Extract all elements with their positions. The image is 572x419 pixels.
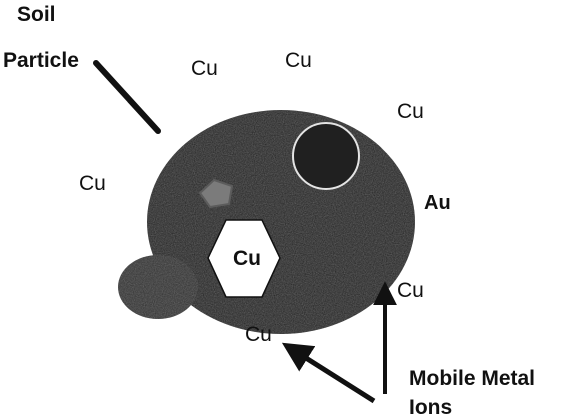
cu-label-top-right: Cu: [285, 50, 312, 71]
soil-label-line1: Soil: [17, 4, 56, 25]
mobile-metal-label-line2: Ions: [409, 397, 452, 418]
cu-label-lower-right: Cu: [397, 280, 424, 301]
diagonal-ion-arrow: [287, 346, 374, 401]
cu-label-left: Cu: [79, 173, 106, 194]
mobile-metal-label-line1: Mobile Metal: [409, 368, 535, 389]
soil-particle-pointer-line: [96, 63, 158, 131]
au-label: Au: [424, 193, 451, 213]
cu-label-bottom: Cu: [245, 324, 272, 345]
cu-label-inside-hexagon: Cu: [233, 248, 261, 269]
cu-label-right: Cu: [397, 101, 424, 122]
cu-label-top-left: Cu: [191, 58, 218, 79]
small-side-grain: [118, 255, 198, 319]
soil-label-line2: Particle: [3, 50, 79, 71]
inner-ring-grain: [293, 123, 359, 189]
